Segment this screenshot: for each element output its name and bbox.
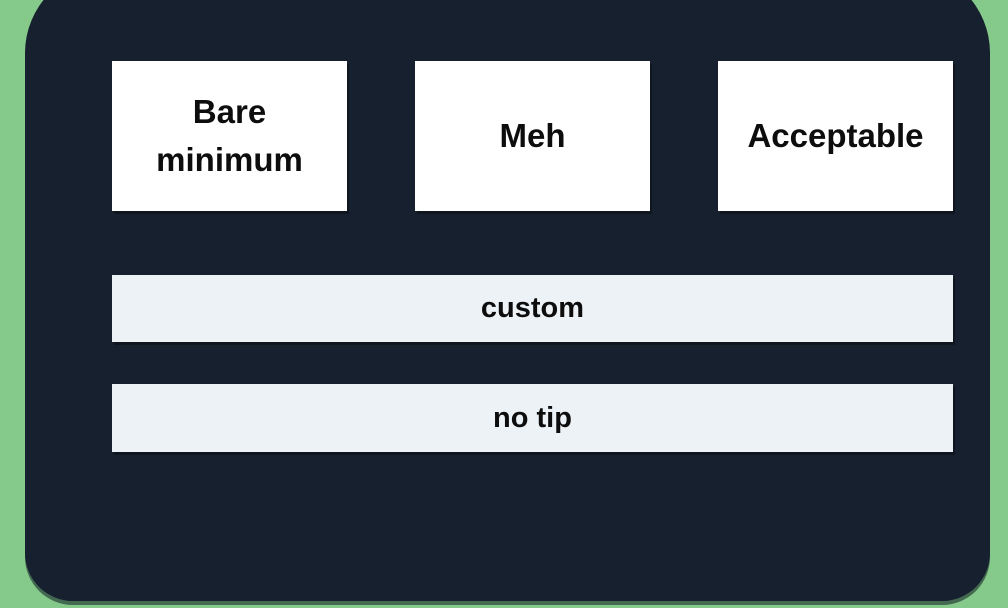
tip-option-label: Bare minimum	[156, 93, 303, 178]
tip-option-acceptable[interactable]: Acceptable	[718, 61, 953, 211]
tip-option-meh[interactable]: Meh	[415, 61, 650, 211]
custom-tip-button[interactable]: custom	[112, 275, 953, 342]
tip-option-label: Acceptable	[747, 117, 924, 155]
tip-option-bare-minimum[interactable]: Bare minimum	[112, 61, 347, 211]
tip-options-row: Bare minimum Meh Acceptable	[112, 61, 953, 211]
no-tip-label: no tip	[493, 401, 572, 434]
custom-tip-label: custom	[480, 292, 585, 324]
tip-option-label: Meh	[499, 117, 566, 155]
tip-panel: Bare minimum Meh Acceptable custom no ti…	[25, 0, 990, 601]
no-tip-button[interactable]: no tip	[112, 384, 953, 452]
